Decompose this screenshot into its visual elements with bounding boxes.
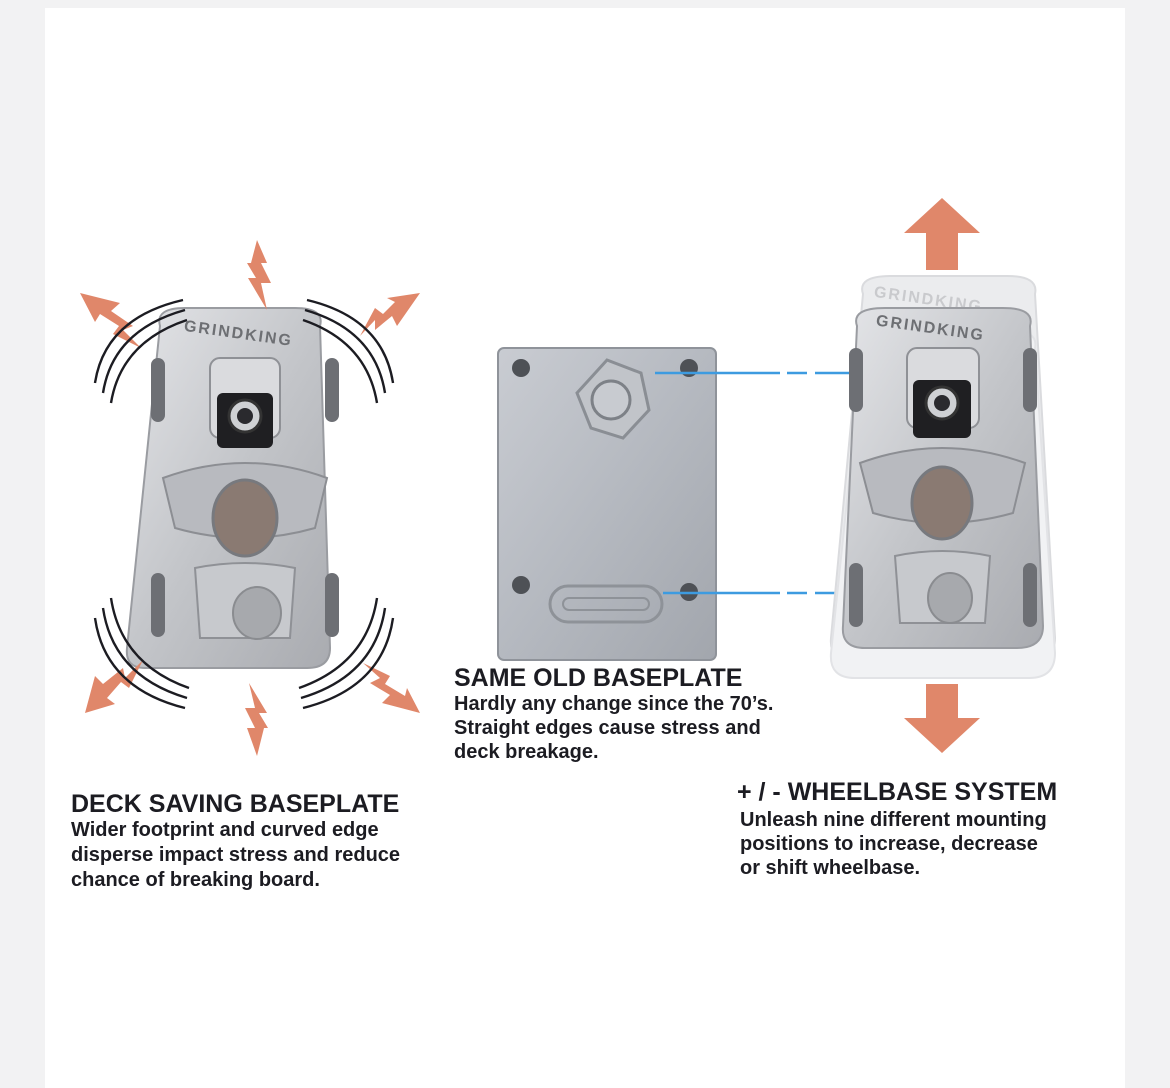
same-old-section: SAME OLD BASEPLATE Hardly any change sin…: [454, 664, 773, 764]
wheelbase-line-2: positions to increase, decrease: [740, 833, 1038, 855]
wheelbase-line-3: or shift wheelbase.: [740, 857, 921, 879]
deck-saving-baseplate-image: GRINDKING: [80, 240, 420, 756]
deck-saving-line-3: chance of breaking board.: [71, 869, 320, 891]
same-old-title: SAME OLD BASEPLATE: [454, 664, 743, 692]
wheelbase-line-1: Unleash nine different mounting: [740, 809, 1047, 831]
deck-saving-section: DECK SAVING BASEPLATE Wider footprint an…: [71, 790, 400, 893]
baseplate-illustration: GRINDKING: [80, 198, 1057, 756]
same-old-baseplate-image: [497, 347, 903, 661]
same-old-line-2: Straight edges cause stress and: [454, 717, 761, 739]
wheelbase-section: + / - WHEELBASE SYSTEM Unleash nine diff…: [737, 778, 1057, 880]
infographic-panel: GRINDKING: [45, 8, 1125, 1088]
same-old-line-3: deck breakage.: [454, 741, 599, 763]
deck-saving-line-1: Wider footprint and curved edge: [71, 819, 379, 841]
wheelbase-title: + / - WHEELBASE SYSTEM: [737, 778, 1058, 806]
deck-saving-title: DECK SAVING BASEPLATE: [71, 790, 400, 818]
wheelbase-system-image: GRINDKING GRINDKING: [829, 198, 1057, 753]
same-old-line-1: Hardly any change since the 70’s.: [454, 693, 774, 715]
deck-saving-line-2: disperse impact stress and reduce: [71, 844, 401, 866]
